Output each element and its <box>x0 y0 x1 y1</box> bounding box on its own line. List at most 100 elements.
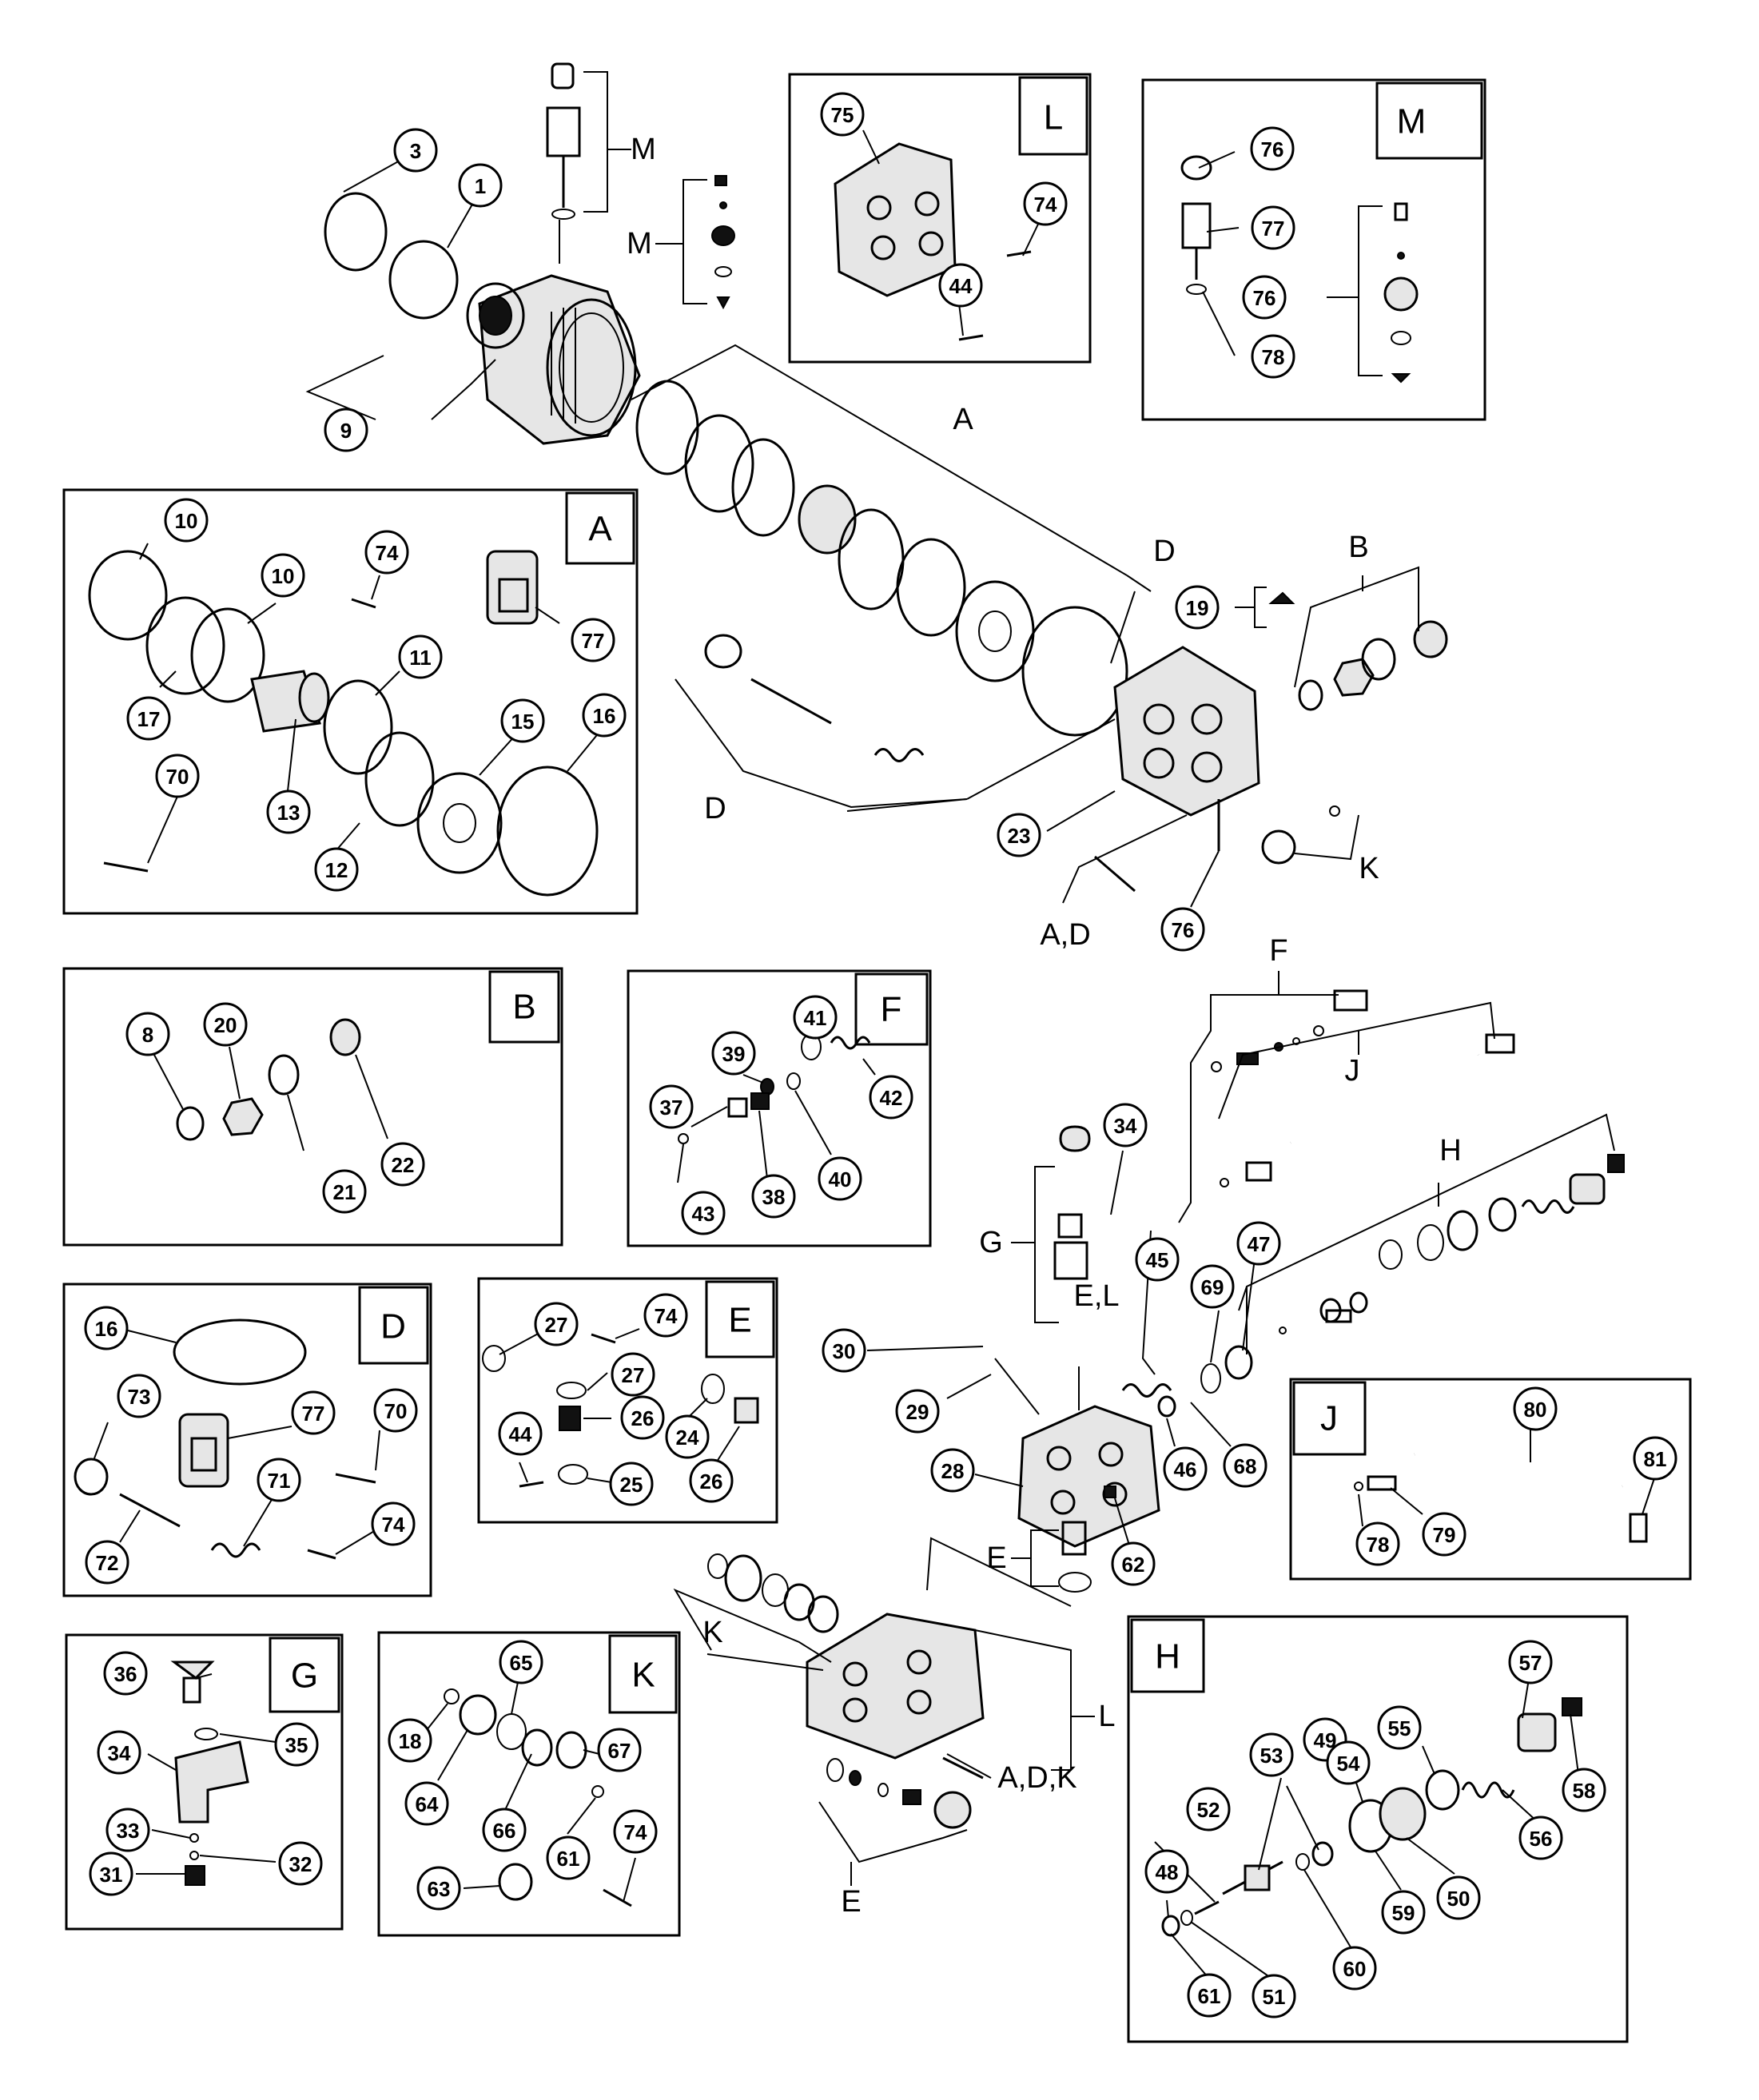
callout-circle <box>364 530 409 575</box>
upper-piston-parts <box>704 634 925 762</box>
callout-number: 19 <box>1186 596 1209 620</box>
callout-number: 73 <box>128 1385 151 1409</box>
callout-circle <box>1249 1732 1294 1777</box>
callout-f-38: 38 <box>751 1174 796 1219</box>
callout-circle <box>649 1084 694 1129</box>
callout-number: 51 <box>1263 1985 1286 2009</box>
callout-number: 18 <box>399 1729 422 1753</box>
callout-g-36: 36 <box>103 1651 148 1696</box>
callout-circle <box>1508 1640 1553 1684</box>
callout-circle <box>1190 1264 1235 1309</box>
kit-tag-l: L <box>1044 98 1063 137</box>
callout-a-74: 74 <box>364 530 409 575</box>
callout-circle <box>416 1866 461 1911</box>
callout-circle <box>324 408 368 452</box>
callout-circle <box>1242 275 1287 320</box>
callout-number: 76 <box>1261 137 1284 161</box>
callout-circle <box>458 163 503 208</box>
callout-main-69: 69 <box>1190 1264 1235 1309</box>
manifold-bolt-drawing <box>1094 855 1136 893</box>
callout-number: 55 <box>1388 1716 1411 1740</box>
callout-number: 21 <box>333 1180 356 1204</box>
k-oring-drawing <box>1329 805 1340 817</box>
crankcase-drawing <box>466 274 641 445</box>
callout-l-44: 44 <box>938 263 983 308</box>
callout-circle <box>1223 1443 1268 1488</box>
callout-main-46: 46 <box>1163 1446 1208 1491</box>
callout-circle <box>1250 126 1295 171</box>
callout-circle <box>1513 1386 1558 1431</box>
box-k-parts <box>444 1688 632 1907</box>
label-j-line: J <box>1345 1054 1360 1088</box>
callout-l-75: 75 <box>820 92 865 137</box>
box-h-parts <box>1161 1697 1582 1937</box>
callout-h-48: 48 <box>1144 1849 1189 1894</box>
callout-circle <box>609 1462 654 1506</box>
callout-h-56: 56 <box>1518 1816 1563 1860</box>
callout-circle <box>380 1142 425 1187</box>
callout-circle <box>155 754 200 798</box>
callout-l-74: 74 <box>1023 181 1068 226</box>
callout-circle <box>500 698 545 743</box>
callout-h-51: 51 <box>1252 1974 1296 2018</box>
callout-number: 3 <box>410 139 421 163</box>
callout-k-74: 74 <box>613 1809 658 1854</box>
callout-circle <box>393 128 438 173</box>
callout-a-12: 12 <box>314 847 359 892</box>
callout-circle <box>404 1781 449 1826</box>
callout-number: 20 <box>214 1013 237 1037</box>
callout-circle <box>125 1012 170 1056</box>
bottom-bolt-drawing <box>942 1756 984 1780</box>
callout-main-45: 45 <box>1135 1237 1180 1282</box>
callout-number: 67 <box>608 1739 631 1763</box>
label-a-top: A <box>953 403 973 436</box>
callout-number: 68 <box>1234 1454 1257 1478</box>
callout-circle <box>1163 1446 1208 1491</box>
f-line-parts <box>1211 989 1368 1072</box>
callout-number: 28 <box>941 1459 965 1483</box>
callout-circle <box>711 1031 756 1076</box>
callout-circle <box>1436 1875 1481 1920</box>
part-drawings <box>74 62 1648 1937</box>
callout-main-29: 29 <box>895 1389 940 1434</box>
callout-circle <box>89 1851 133 1896</box>
box-a-parts <box>88 550 599 897</box>
callout-k-65: 65 <box>499 1640 543 1684</box>
callout-f-40: 40 <box>818 1156 862 1201</box>
callout-m-78: 78 <box>1251 334 1295 379</box>
callout-number: 74 <box>376 541 399 565</box>
callout-d-70: 70 <box>373 1388 418 1433</box>
callout-number: 50 <box>1447 1887 1470 1911</box>
callout-number: 23 <box>1008 824 1031 848</box>
callout-b-8: 8 <box>125 1012 170 1056</box>
callout-main-30: 30 <box>822 1328 866 1373</box>
seal-47-drawing <box>1224 1345 1253 1380</box>
callout-number: 15 <box>511 710 535 734</box>
callout-number: 74 <box>1034 193 1057 217</box>
callout-main-47: 47 <box>1236 1221 1281 1266</box>
callout-circle <box>534 1302 579 1346</box>
label-g-line: G <box>979 1226 1003 1259</box>
callout-number: 47 <box>1248 1232 1271 1256</box>
callout-circle <box>499 1640 543 1684</box>
callout-number: 22 <box>392 1153 415 1177</box>
callout-d-73: 73 <box>117 1374 161 1418</box>
callout-number: 37 <box>660 1096 683 1120</box>
callout-g-35: 35 <box>274 1722 319 1767</box>
callout-circle <box>105 1808 150 1852</box>
callout-h-58: 58 <box>1562 1768 1606 1812</box>
callout-circle <box>751 1174 796 1219</box>
callout-number: 79 <box>1433 1523 1456 1547</box>
callout-circle <box>274 1722 319 1767</box>
callout-circle <box>665 1414 710 1459</box>
callout-h-50: 50 <box>1436 1875 1481 1920</box>
callout-d-71: 71 <box>257 1458 301 1502</box>
callout-main-76: 76 <box>1160 907 1205 952</box>
callout-h-60: 60 <box>1332 1946 1377 1991</box>
callout-number: 52 <box>1197 1798 1220 1822</box>
kit-tag-b: B <box>512 988 535 1027</box>
callout-number: 40 <box>829 1167 852 1191</box>
callout-number: 60 <box>1343 1957 1367 1981</box>
kit-tag-h: H <box>1155 1637 1180 1676</box>
